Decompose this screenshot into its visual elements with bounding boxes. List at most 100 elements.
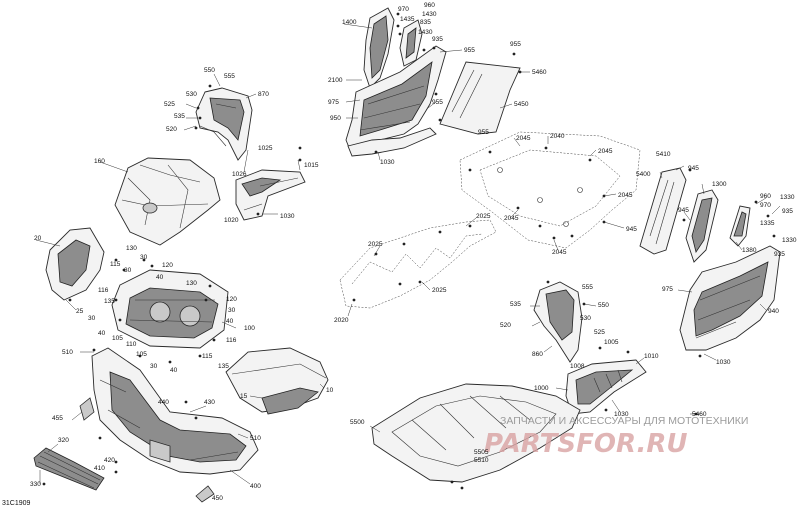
watermark-caption: ЗАПЧАСТИ И АКСЕССУАРЫ ДЛЯ МОТОТЕХНИКИ: [500, 415, 748, 427]
callout-1015: 1015: [304, 162, 319, 169]
callout-1025: 1025: [258, 145, 273, 152]
callout-955-d: 955: [478, 129, 489, 136]
callout-1030-d: 1030: [614, 411, 629, 418]
callout-400: 400: [250, 483, 261, 490]
callout-2045-d: 2045: [504, 215, 519, 222]
callout-320: 320: [58, 437, 69, 444]
callout-5505: 5505: [474, 449, 489, 456]
callout-970-a: 970: [398, 6, 409, 13]
callout-430: 430: [204, 399, 215, 406]
callout-1030-a: 1030: [280, 213, 295, 220]
callout-935-a: 935: [432, 36, 443, 43]
watermark-logo: PARTSFOR.RU: [484, 429, 687, 459]
callout-30-e: 30: [150, 363, 158, 370]
callout-2025-a: 2025: [476, 213, 491, 220]
callout-535: 535: [174, 113, 185, 120]
callout-40-b: 40: [226, 318, 234, 325]
part-940-side-panel: [679, 245, 781, 351]
part-450-reflector: [195, 485, 215, 503]
part-950-console: [345, 45, 447, 157]
callout-1020: 1020: [224, 217, 239, 224]
callout-1330-b: 1330: [782, 237, 797, 244]
part-10-light-cover: [225, 347, 329, 415]
part-1020-bracket: [235, 169, 306, 221]
part-1000-step: [565, 359, 647, 415]
callout-440: 440: [158, 399, 169, 406]
callout-120-b: 120: [226, 296, 237, 303]
callout-860: 860: [532, 351, 543, 358]
part-1300-panel: [685, 189, 719, 263]
diagram-code: 31C1909: [2, 500, 31, 507]
callout-955-a: 955: [464, 47, 475, 54]
callout-950: 950: [330, 115, 341, 122]
part-320-grille: [33, 447, 105, 491]
callout-105-b: 105: [136, 351, 147, 358]
callout-420: 420: [104, 457, 115, 464]
callout-110: 110: [126, 341, 137, 348]
part-20-side-panel: [45, 227, 105, 301]
callout-135-a: 135: [104, 298, 115, 305]
callout-1300: 1300: [712, 181, 727, 188]
part-5400-panel: [639, 167, 687, 255]
callout-2020: 2020: [334, 317, 349, 324]
callout-40-a: 40: [156, 274, 164, 281]
callout-550-b: 550: [598, 302, 609, 309]
callout-960-b: 960: [760, 193, 771, 200]
part-2020-skid-plate: [339, 219, 497, 309]
callout-410: 410: [94, 465, 105, 472]
callout-130-a: 130: [126, 245, 137, 252]
part-1380-panel: [729, 205, 751, 247]
callout-955-c: 955: [432, 99, 443, 106]
callout-135-b: 135: [218, 363, 229, 370]
callout-2025-c: 2025: [432, 287, 447, 294]
callout-105-a: 105: [112, 335, 123, 342]
callout-975-b: 975: [662, 286, 673, 293]
callout-2040: 2040: [550, 133, 565, 140]
callout-1005: 1005: [604, 339, 619, 346]
part-1400-panel: [363, 7, 395, 89]
callout-535-b: 535: [510, 301, 521, 308]
callout-1010: 1010: [644, 353, 659, 360]
callout-5460-b: 5460: [692, 411, 707, 418]
callout-450: 450: [212, 495, 223, 502]
callout-5510: 5510: [474, 457, 489, 464]
callout-30-a: 30: [140, 254, 148, 261]
callout-2045-a: 2045: [516, 135, 531, 142]
callout-5410: 5410: [656, 151, 671, 158]
part-860-bracket: [533, 281, 583, 363]
callout-1030-c: 1030: [716, 359, 731, 366]
leader-lines: [35, 23, 781, 485]
callout-120-a: 120: [162, 262, 173, 269]
part-5450-panel: [439, 61, 521, 135]
callout-525: 525: [164, 101, 175, 108]
callout-115-b: 115: [202, 353, 213, 360]
callout-1330-a: 1330: [780, 194, 795, 201]
callout-2045-b: 2045: [598, 148, 613, 155]
callout-116-b: 116: [226, 337, 237, 344]
callout-955-b: 955: [510, 41, 521, 48]
callout-555-b: 555: [582, 284, 593, 291]
callout-130-b: 130: [186, 280, 197, 287]
callout-10: 10: [326, 387, 334, 394]
callout-975-a: 975: [328, 99, 339, 106]
callout-160: 160: [94, 158, 105, 165]
callout-510-a: 510: [62, 349, 73, 356]
callout-455: 455: [52, 415, 63, 422]
callout-116-a: 116: [98, 287, 109, 294]
callout-1008: 1008: [570, 363, 585, 370]
callout-2025-b: 2025: [368, 241, 383, 248]
callout-835: 835: [420, 19, 431, 26]
callout-945-b: 945: [688, 165, 699, 172]
callout-30-c: 30: [228, 307, 236, 314]
callout-40-d: 40: [170, 367, 178, 374]
part-100-front-frame: [111, 269, 229, 349]
callout-935-b: 935: [782, 208, 793, 215]
callout-1000: 1000: [534, 385, 549, 392]
callout-870: 870: [258, 91, 269, 98]
callout-5400: 5400: [636, 171, 651, 178]
callout-520-b: 520: [500, 322, 511, 329]
callout-945-c: 945: [678, 207, 689, 214]
fastener-dots: [42, 12, 776, 490]
